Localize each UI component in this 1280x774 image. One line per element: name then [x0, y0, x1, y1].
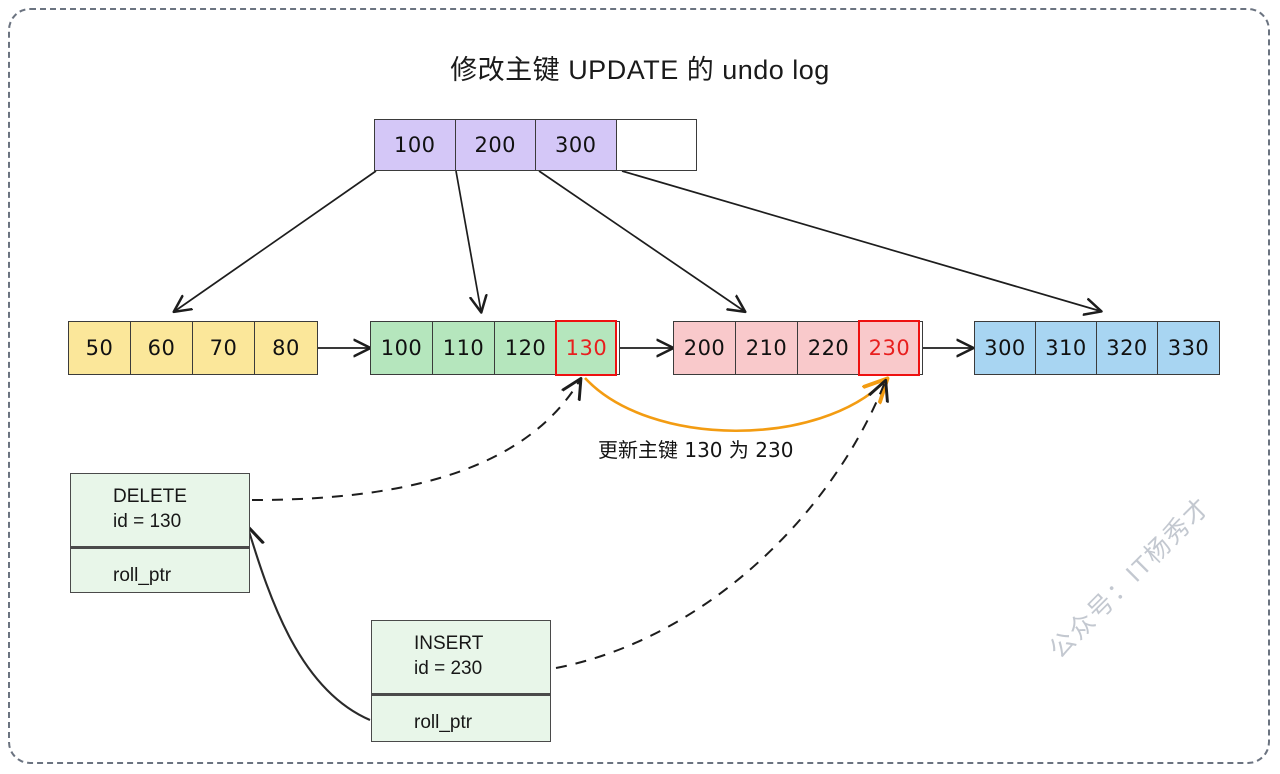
leaf-node-4: 300 310 320 330 [974, 321, 1220, 375]
leaf2-cell-130-highlighted[interactable]: 130 [555, 320, 618, 376]
delete-record-box[interactable]: DELETE id = 130 roll_ptr [70, 473, 250, 593]
insert-record-box[interactable]: INSERT id = 230 roll_ptr [371, 620, 551, 742]
insert-record-type: INSERT [414, 633, 484, 654]
root-cell-1[interactable]: 200 [455, 120, 536, 170]
update-annotation-label: 更新主键 130 为 230 [598, 438, 794, 462]
delete-record-footer: roll_ptr [71, 549, 249, 603]
leaf4-cell-310[interactable]: 310 [1036, 322, 1097, 374]
root-cell-0[interactable]: 100 [375, 120, 456, 170]
leaf3-cell-220[interactable]: 220 [798, 322, 860, 374]
leaf4-cell-330[interactable]: 330 [1158, 322, 1219, 374]
leaf3-cell-200[interactable]: 200 [674, 322, 736, 374]
leaf4-cell-320[interactable]: 320 [1097, 322, 1158, 374]
outer-dashed-frame [8, 8, 1270, 764]
leaf3-cell-230-highlighted[interactable]: 230 [858, 320, 921, 376]
leaf-node-1: 50 60 70 80 [68, 321, 318, 375]
leaf1-cell-60[interactable]: 60 [131, 322, 193, 374]
leaf-node-2: 100 110 120 130 [370, 320, 620, 376]
insert-record-footer: roll_ptr [372, 696, 550, 750]
delete-record-id: id = 130 [113, 511, 182, 533]
leaf2-cell-100[interactable]: 100 [371, 322, 433, 374]
delete-record-header: DELETE id = 130 [71, 474, 249, 550]
insert-record-header: INSERT id = 230 [372, 621, 550, 697]
insert-record-id: id = 230 [414, 658, 483, 680]
delete-record-type: DELETE [113, 486, 187, 507]
leaf1-cell-50[interactable]: 50 [69, 322, 131, 374]
delete-record-rollptr: roll_ptr [113, 565, 172, 587]
leaf-node-3: 200 210 220 230 [673, 320, 923, 376]
insert-record-rollptr: roll_ptr [414, 712, 473, 734]
root-cell-2[interactable]: 300 [536, 120, 617, 170]
leaf2-cell-120[interactable]: 120 [495, 322, 557, 374]
leaf1-cell-80[interactable]: 80 [255, 322, 317, 374]
leaf2-cell-110[interactable]: 110 [433, 322, 495, 374]
root-node: 100 200 300 [374, 119, 697, 171]
leaf4-cell-300[interactable]: 300 [975, 322, 1036, 374]
page-title: 修改主键 UPDATE 的 undo log [450, 55, 830, 85]
leaf3-cell-210[interactable]: 210 [736, 322, 798, 374]
leaf1-cell-70[interactable]: 70 [193, 322, 255, 374]
root-cell-3-empty[interactable] [616, 120, 696, 170]
